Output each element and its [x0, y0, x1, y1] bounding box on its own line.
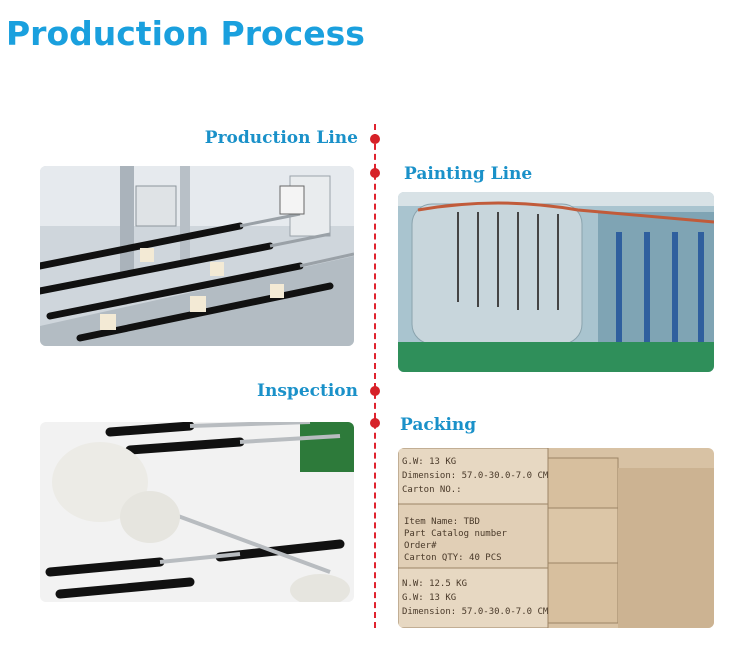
step-label-production-line: Production Line — [204, 128, 358, 148]
packing-text-carton-no: Carton NO.: — [402, 485, 462, 495]
packing-text-part-catalog: Part Catalog number — [404, 529, 508, 539]
packing-text-dimension: Dimension: 57.0-30.0-7.0 CM — [402, 607, 549, 617]
timeline-dot-inspection — [370, 386, 380, 396]
step-label-painting-line: Painting Line — [404, 164, 533, 184]
timeline-dot-packing — [370, 418, 380, 428]
production-line-photo — [40, 166, 354, 346]
timeline-dot-painting-line — [370, 168, 380, 178]
packing-text-order: Order# — [404, 541, 437, 551]
packing-text-dimension-top: Dimension: 57.0-30.0-7.0 CM — [402, 471, 549, 481]
packing-photo: G.W: 13 KG Dimension: 57.0-30.0-7.0 CM C… — [398, 448, 714, 628]
step-label-packing: Packing — [400, 415, 477, 435]
page-title: Production Process — [6, 14, 365, 53]
packing-text-nw: N.W: 12.5 KG — [402, 579, 467, 589]
packing-text-item-name: Item Name: TBD — [404, 517, 480, 527]
timeline-dot-production-line — [370, 134, 380, 144]
packing-text-gw: G.W: 13 KG — [402, 593, 456, 603]
timeline-line — [374, 124, 376, 628]
step-label-inspection: Inspection — [257, 381, 358, 401]
inspection-photo — [40, 422, 354, 602]
packing-text-gw-top: G.W: 13 KG — [402, 457, 456, 467]
painting-line-photo — [398, 192, 714, 372]
packing-text-carton-qty: Carton QTY: 40 PCS — [404, 553, 502, 563]
